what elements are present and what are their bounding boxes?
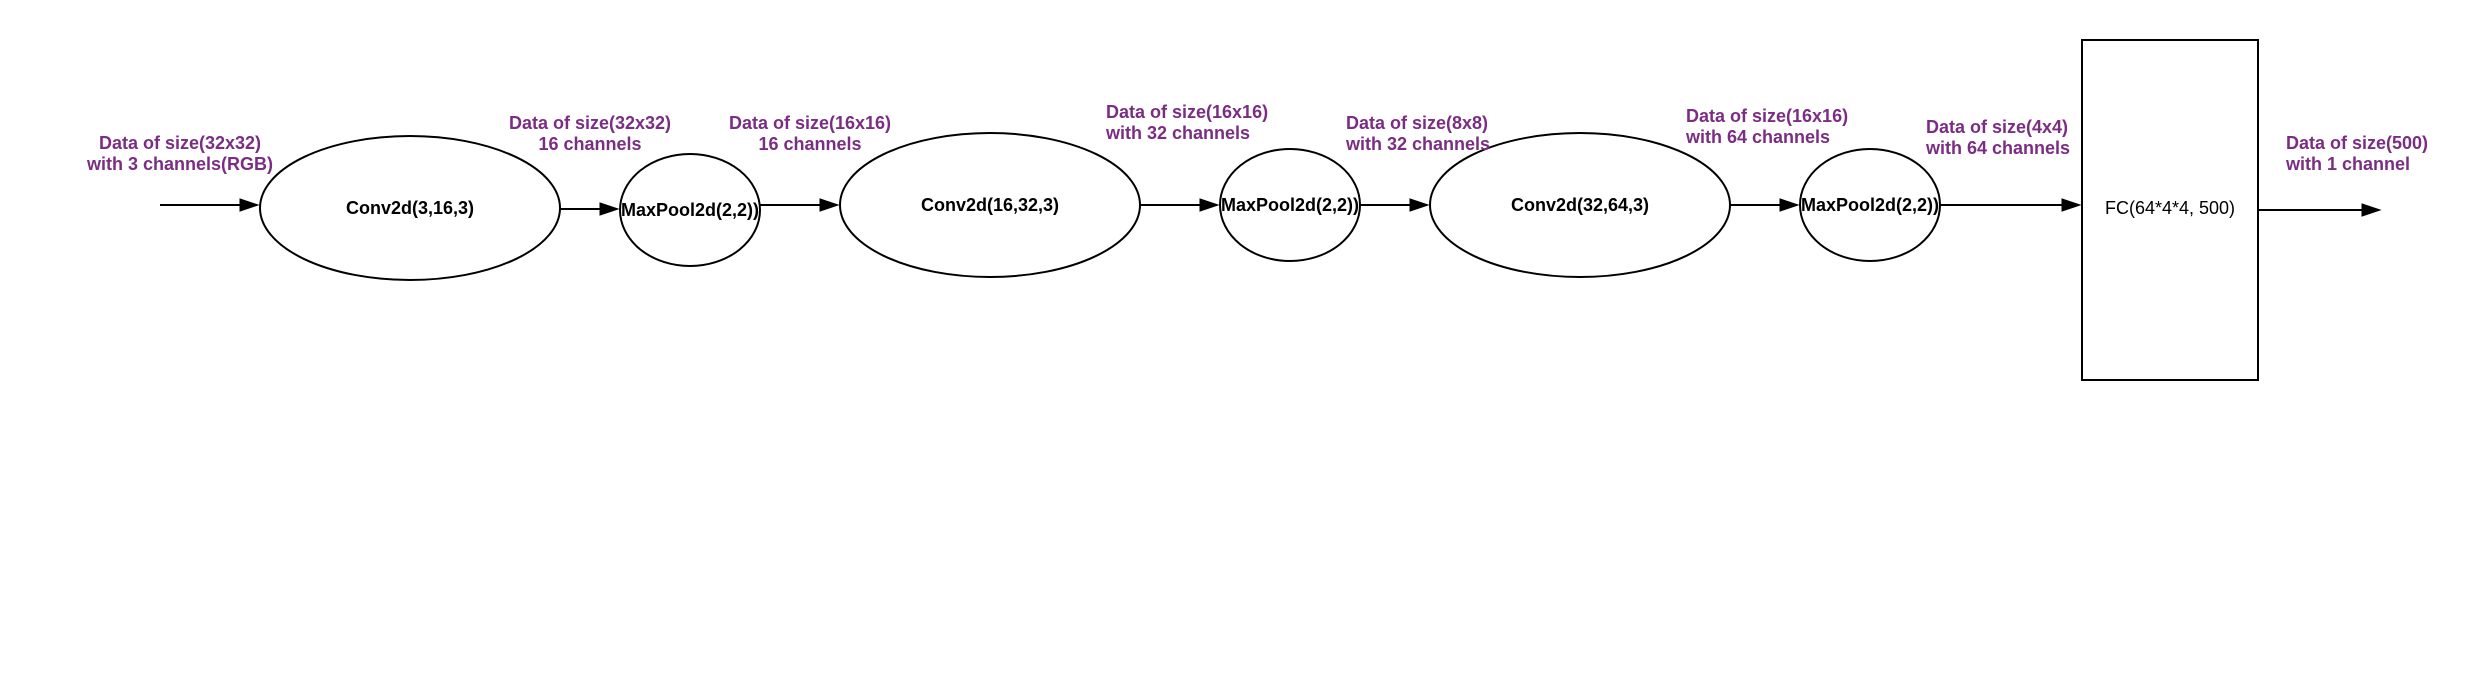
edge-annotation-input-to-conv1-line-1: Data of size(32x32) <box>99 133 261 153</box>
node-shape-pool2 <box>1219 148 1361 262</box>
node-label-conv1: Conv2d(3,16,3) <box>346 198 474 218</box>
arrowhead-input-to-conv1 <box>239 198 260 212</box>
node-label-conv3: Conv2d(32,64,3) <box>1511 195 1649 215</box>
arrowhead-conv2-to-pool2 <box>1199 198 1220 212</box>
node-label-conv2: Conv2d(16,32,3) <box>921 195 1059 215</box>
edge-annotation-conv2-to-pool2-line-2: with 32 channels <box>1105 123 1250 143</box>
arrowhead-pool2-to-conv3 <box>1409 198 1430 212</box>
edge-annotation-pool1-to-conv2-line-1: Data of size(16x16) <box>729 113 891 133</box>
arrowhead-fc-to-output <box>2361 203 2382 217</box>
node-shape-conv1 <box>259 135 561 281</box>
node-shape-pool3 <box>1799 148 1941 262</box>
edge-annotation-conv1-to-pool1-line-2: 16 channels <box>538 134 641 154</box>
node-label-fc: FC(64*4*4, 500) <box>2105 198 2235 218</box>
edge-annotation-pool2-to-conv3-line-1: Data of size(8x8) <box>1346 113 1488 133</box>
edge-annotation-pool1-to-conv2-line-2: 16 channels <box>758 134 861 154</box>
edge-annotation-fc-to-output-line-2: with 1 channel <box>2285 154 2410 174</box>
node-label-pool1: MaxPool2d(2,2)) <box>621 200 759 220</box>
edge-annotation-pool3-to-fc-line-1: Data of size(4x4) <box>1926 117 2068 137</box>
edge-annotation-input-to-conv1-line-2: with 3 channels(RGB) <box>86 154 273 174</box>
annotations-layer: Data of size(32x32)with 3 channels(RGB)D… <box>86 102 2428 174</box>
edge-annotation-conv3-to-pool3-line-2: with 64 channels <box>1685 127 1830 147</box>
arrowhead-conv3-to-pool3 <box>1779 198 1800 212</box>
node-shape-fc <box>2081 39 2259 381</box>
edge-annotation-pool3-to-fc-line-2: with 64 channels <box>1925 138 2070 158</box>
edge-annotation-fc-to-output-line-1: Data of size(500) <box>2286 133 2428 153</box>
node-label-pool2: MaxPool2d(2,2)) <box>1221 195 1359 215</box>
node-label-pool3: MaxPool2d(2,2)) <box>1801 195 1939 215</box>
node-shape-conv3 <box>1429 132 1731 278</box>
edges-layer <box>160 198 2382 217</box>
edge-annotation-conv2-to-pool2-line-1: Data of size(16x16) <box>1106 102 1268 122</box>
edge-annotation-pool2-to-conv3-line-2: with 32 channels <box>1345 134 1490 154</box>
arrowhead-conv1-to-pool1 <box>599 202 620 216</box>
edge-annotation-conv3-to-pool3-line-1: Data of size(16x16) <box>1686 106 1848 126</box>
edge-annotation-conv1-to-pool1-line-1: Data of size(32x32) <box>509 113 671 133</box>
node-shape-pool1 <box>619 153 761 267</box>
arrowhead-pool3-to-fc <box>2061 198 2082 212</box>
nodes-layer: Conv2d(3,16,3) MaxPool2d(2,2)) Conv2d(16,3… <box>259 39 2259 381</box>
node-shape-conv2 <box>839 132 1141 278</box>
arrowhead-pool1-to-conv2 <box>819 198 840 212</box>
